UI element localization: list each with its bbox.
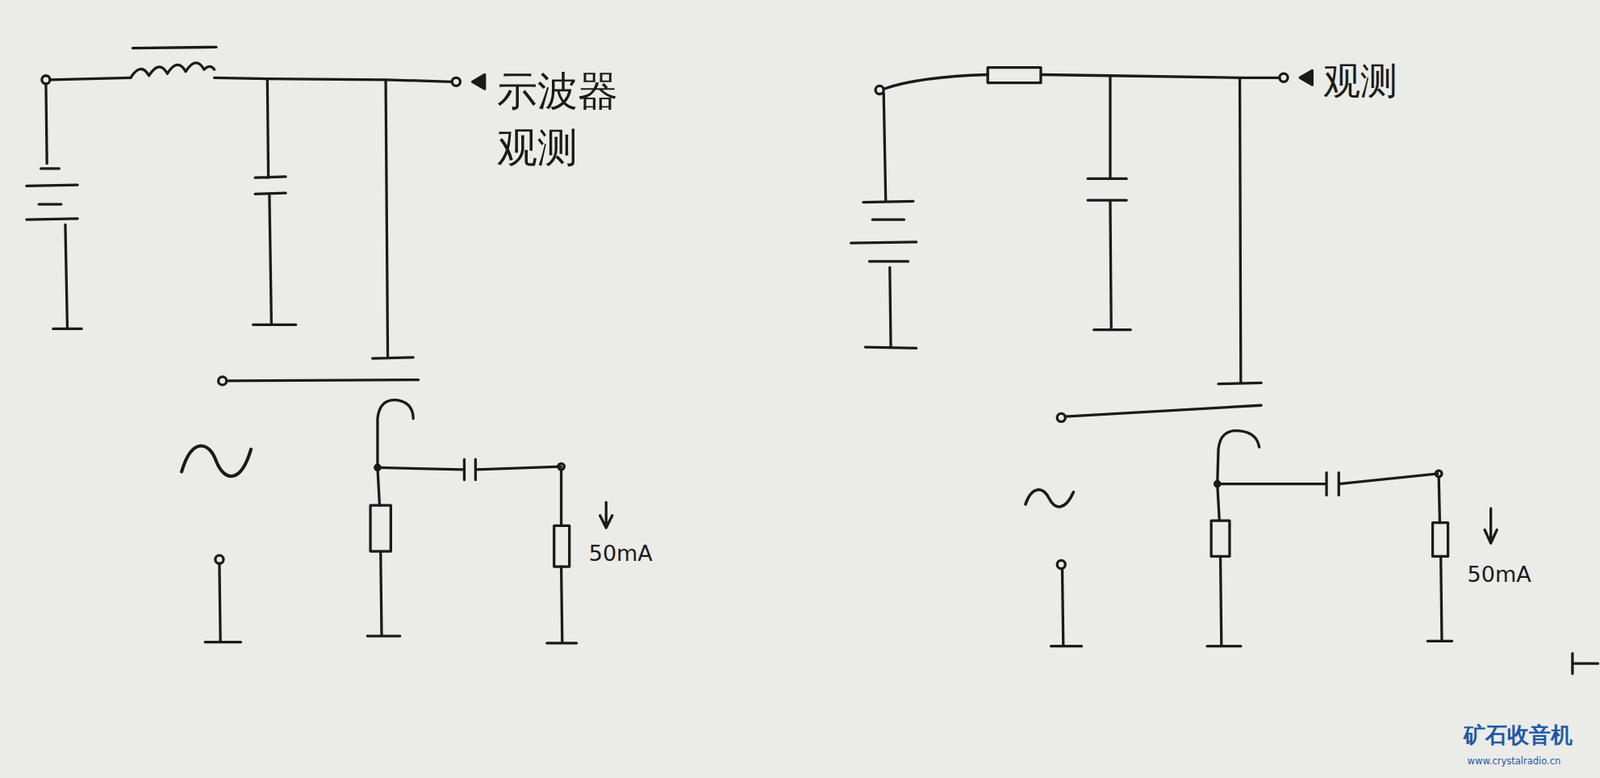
resistor-symbol: [554, 525, 570, 567]
wire: [1040, 74, 1279, 78]
right-circuit: [851, 67, 1599, 674]
ground: [1051, 568, 1082, 647]
capacitor-symbol: [1087, 75, 1131, 331]
resistor-symbol: [1211, 520, 1230, 556]
wire: [214, 77, 453, 82]
terminal: [1056, 559, 1066, 569]
watermark: www.crystalradio.cn: [1467, 756, 1562, 767]
arrow-mark: [1299, 70, 1312, 85]
resistor-symbol: [1432, 522, 1449, 557]
ground: [367, 551, 400, 636]
terminal: [1056, 413, 1066, 422]
inductor-core: [132, 46, 217, 48]
probe-label: 示波器 观测: [497, 62, 635, 176]
current-label: 50mA: [589, 540, 653, 567]
inductor-symbol: [130, 62, 215, 78]
resistor-symbol: [987, 67, 1041, 84]
wire: [883, 92, 886, 201]
wire: [1218, 77, 1262, 384]
ac-symbol: [181, 445, 251, 477]
current-label: 50mA: [1467, 561, 1532, 588]
wire: [1438, 476, 1440, 523]
resistor-symbol: [370, 505, 391, 552]
wire: [1065, 405, 1262, 417]
capacitor-symbol: [1217, 472, 1438, 496]
ground: [1207, 555, 1241, 646]
wire: [1217, 484, 1220, 522]
wiper-symbol: [377, 400, 414, 468]
ground: [1427, 555, 1452, 641]
current-arrow: [1484, 508, 1497, 544]
probe-label: 观测: [1323, 58, 1398, 104]
ground: [204, 563, 241, 642]
ac-symbol: [1025, 489, 1074, 507]
capacitor-symbol: [253, 79, 297, 326]
stray-mark: [1572, 653, 1599, 674]
arrow-mark: [472, 74, 485, 89]
wire: [883, 74, 988, 89]
ground: [864, 267, 916, 349]
ground: [547, 566, 577, 644]
battery-symbol: [26, 168, 78, 220]
wire: [226, 380, 419, 381]
wire: [45, 83, 47, 164]
watermark: 矿石收音机: [1463, 722, 1573, 748]
wire: [50, 77, 131, 80]
current-arrow: [600, 501, 613, 528]
battery-symbol: [851, 200, 917, 262]
wire: [559, 469, 563, 527]
terminal: [1279, 73, 1288, 82]
terminal: [451, 77, 460, 86]
wire: [377, 467, 381, 506]
wiper-symbol: [1217, 430, 1260, 485]
ground: [53, 224, 82, 329]
wire: [372, 79, 414, 359]
capacitor-symbol: [377, 459, 562, 480]
